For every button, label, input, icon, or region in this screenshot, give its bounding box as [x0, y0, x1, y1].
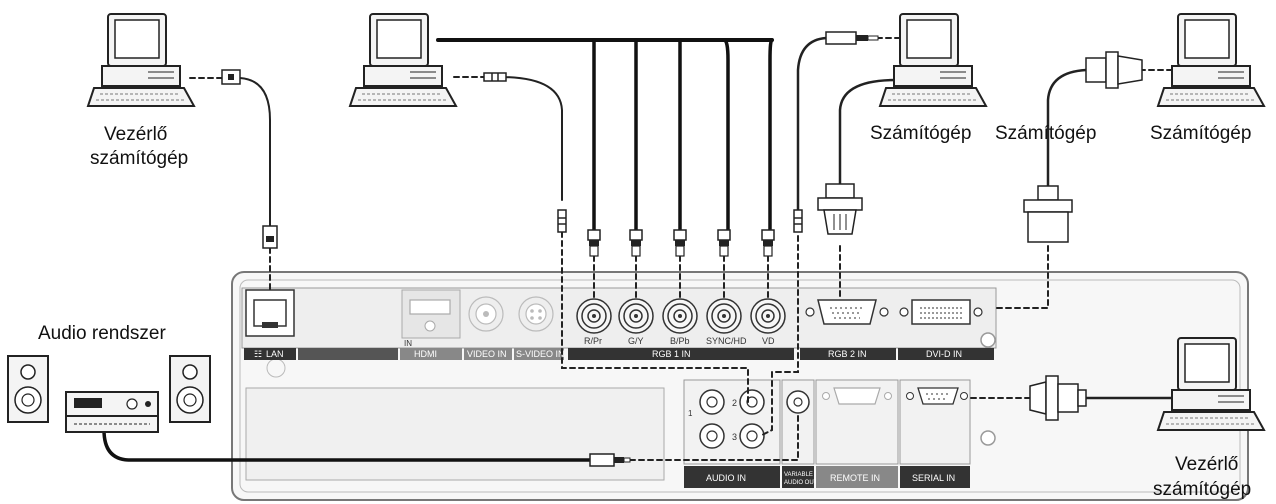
svideo-in-label: S-VIDEO IN — [516, 349, 565, 359]
bnc-plug-rpr — [587, 229, 601, 257]
audio-in-label: AUDIO IN — [706, 473, 746, 483]
audio-in-number-1: 1 — [688, 409, 693, 418]
bnc-socket-gy — [618, 298, 654, 334]
dvid-in-port — [899, 299, 983, 325]
svideo-in-label-bar — [514, 348, 564, 360]
hdmi-in-label: IN — [404, 339, 412, 348]
lan-label-bar — [244, 348, 296, 360]
audio-in-number-3: 3 — [732, 432, 737, 442]
bnc-label-vd: VD — [762, 336, 775, 346]
bnc-plug-synchd — [717, 229, 731, 257]
lan-label: LAN — [266, 349, 284, 359]
computer-3-label-a: Számítógép — [995, 123, 1096, 144]
bnc-plug-vd — [761, 229, 775, 257]
remote-in-label-bar — [816, 466, 898, 488]
serial-plug-left — [1029, 375, 1087, 421]
variable-audio-out-label-bar — [782, 466, 814, 488]
video-in-port — [468, 296, 504, 332]
variable-audio-out-label-line1: VARIABLE — [784, 472, 813, 478]
cables — [102, 36, 1174, 462]
rgb2-in-label: RGB 2 IN — [828, 349, 867, 359]
rgb2-dsub-plug — [817, 183, 863, 235]
rgb1-label-bar — [568, 348, 794, 360]
lan-port — [245, 289, 295, 337]
bnc-socket-vd — [750, 298, 786, 334]
control-pc-right-label-line1: Vezérlő — [1175, 454, 1238, 475]
bnc-plug-bpb — [673, 229, 687, 257]
computer-1 — [349, 13, 457, 107]
dvid-label-bar — [898, 348, 994, 360]
computer-3 — [1157, 13, 1265, 107]
control-computer-left — [87, 13, 195, 107]
lan-plug-top — [221, 69, 241, 85]
serial-in-label: SERIAL IN — [912, 473, 955, 483]
control-pc-right-label-line2: számítógép — [1153, 479, 1251, 500]
audio-in-label-bar — [684, 466, 780, 488]
audio-in-block — [683, 379, 781, 465]
bnc-label-gy: G/Y — [628, 336, 644, 346]
rgb2-label-bar — [800, 348, 896, 360]
serial-in-port — [899, 379, 971, 465]
bnc-plug-gy — [629, 229, 643, 257]
rca-plug-video-bottom — [557, 209, 567, 233]
hdmi-label-bar — [400, 348, 462, 360]
rgb2-in-port — [805, 299, 889, 325]
audio-plug-top — [825, 31, 879, 45]
control-pc-left-label-line2: számítógép — [90, 148, 188, 169]
rgb1-in-label: RGB 1 IN — [652, 349, 691, 359]
variable-audio-out-label-line2: AUDIO OUT — [784, 480, 818, 486]
lan-icon: ☷ — [254, 349, 262, 359]
blank-label-bar — [298, 348, 398, 360]
audio-system — [7, 355, 211, 433]
control-pc-left-label-line1: Vezérlő — [104, 124, 167, 145]
bnc-socket-rpr — [576, 298, 612, 334]
remote-in-label: REMOTE IN — [830, 473, 880, 483]
serial-in-label-bar — [900, 466, 970, 488]
bnc-socket-synchd — [706, 298, 742, 334]
video-in-label-bar — [464, 348, 512, 360]
computer-2 — [879, 13, 987, 107]
video-in-label: VIDEO IN — [467, 349, 507, 359]
remote-in-port — [815, 379, 899, 465]
hdmi-port — [401, 289, 461, 339]
audio-out-plug — [589, 453, 631, 467]
computer-2-label: Számítógép — [870, 123, 971, 144]
audio-in-number-2: 2 — [732, 398, 737, 408]
bnc-label-bpb: B/Pb — [670, 336, 690, 346]
bnc-label-rpr: R/Pr — [584, 336, 602, 346]
dvi-plug-top — [1085, 51, 1143, 89]
bnc-socket-bpb — [662, 298, 698, 334]
dvid-in-label: DVI-D IN — [926, 349, 962, 359]
rca-plug-video-top — [483, 72, 507, 82]
bnc-label-synchd: SYNC/HD — [706, 336, 747, 346]
hdmi-label: HDMI — [414, 349, 437, 359]
computer-3-label-b: Számítógép — [1150, 123, 1251, 144]
svideo-in-port — [518, 296, 554, 332]
lan-plug-bottom — [262, 225, 278, 249]
audio-plug-bottom — [793, 209, 803, 233]
audio-system-label: Audio rendszer — [38, 323, 166, 344]
dvi-plug-bottom — [1023, 185, 1073, 243]
